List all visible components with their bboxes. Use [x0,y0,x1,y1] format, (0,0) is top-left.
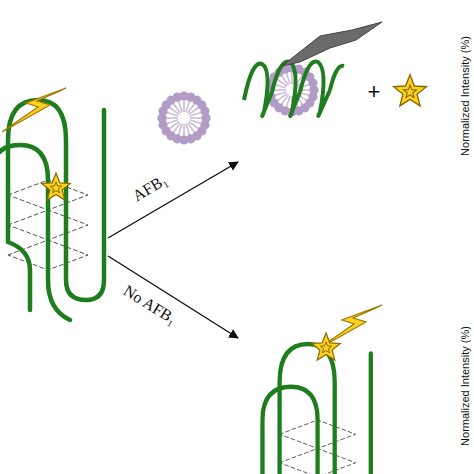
g-quadruplex [263,344,371,474]
quenched-bolt [282,22,382,66]
reaction-arrow [108,162,238,238]
released-star [394,75,427,106]
axis-title: Normalized Intensity (%) [460,36,471,156]
dye-star [42,173,71,200]
aptamer-helix [244,62,344,117]
plus-sign: + [368,81,381,103]
axis-title: Normalized Intensity (%) [460,326,471,446]
dye-star [312,333,341,360]
fluorescence-bolt [2,88,66,132]
reaction-label: No AFB₁ [121,282,180,327]
reaction-label: AFB₁ [130,172,170,205]
micelle [157,91,210,144]
g-quadruplex [0,100,104,320]
reaction-arrow [108,256,238,338]
